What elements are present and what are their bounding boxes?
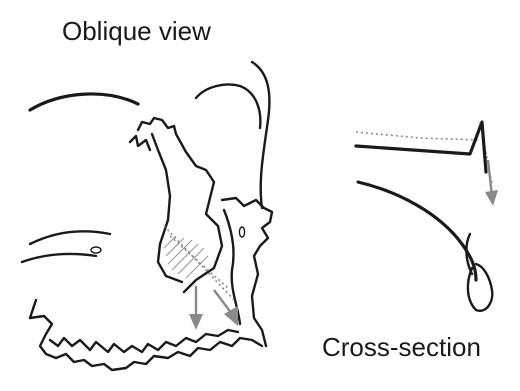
frontal-process-medial-edge: [152, 134, 182, 282]
maxilla-lower-border: [30, 316, 262, 370]
oblique-view-drawing: [22, 62, 272, 370]
maxilla-left-edge: [30, 300, 36, 318]
orbit-arc: [30, 94, 138, 110]
left-contour-lower: [22, 254, 96, 262]
tooth-crown: [468, 264, 492, 311]
frontal-process-outline: [138, 118, 222, 292]
small-foramen: [91, 247, 101, 253]
lateral-orbital-wall-inner: [196, 85, 260, 129]
infraorbital-foramen: [239, 227, 244, 237]
lateral-orbital-wall: [252, 62, 269, 208]
cross-section-label: Cross-section: [322, 334, 481, 360]
cross-section-drawing: [356, 122, 498, 311]
oblique-view-label: Oblique view: [62, 18, 211, 44]
cross-section-lower-curve: [358, 182, 476, 280]
hatched-region: [164, 236, 208, 278]
left-contour-upper: [30, 231, 110, 244]
nasal-bone-edge: [130, 136, 150, 150]
zygomatic-process: [222, 198, 272, 346]
oblique-arrow-down: [189, 286, 203, 330]
cross-section-upper-surface: [356, 122, 486, 172]
cross-section-dotted-surface: [356, 132, 480, 140]
